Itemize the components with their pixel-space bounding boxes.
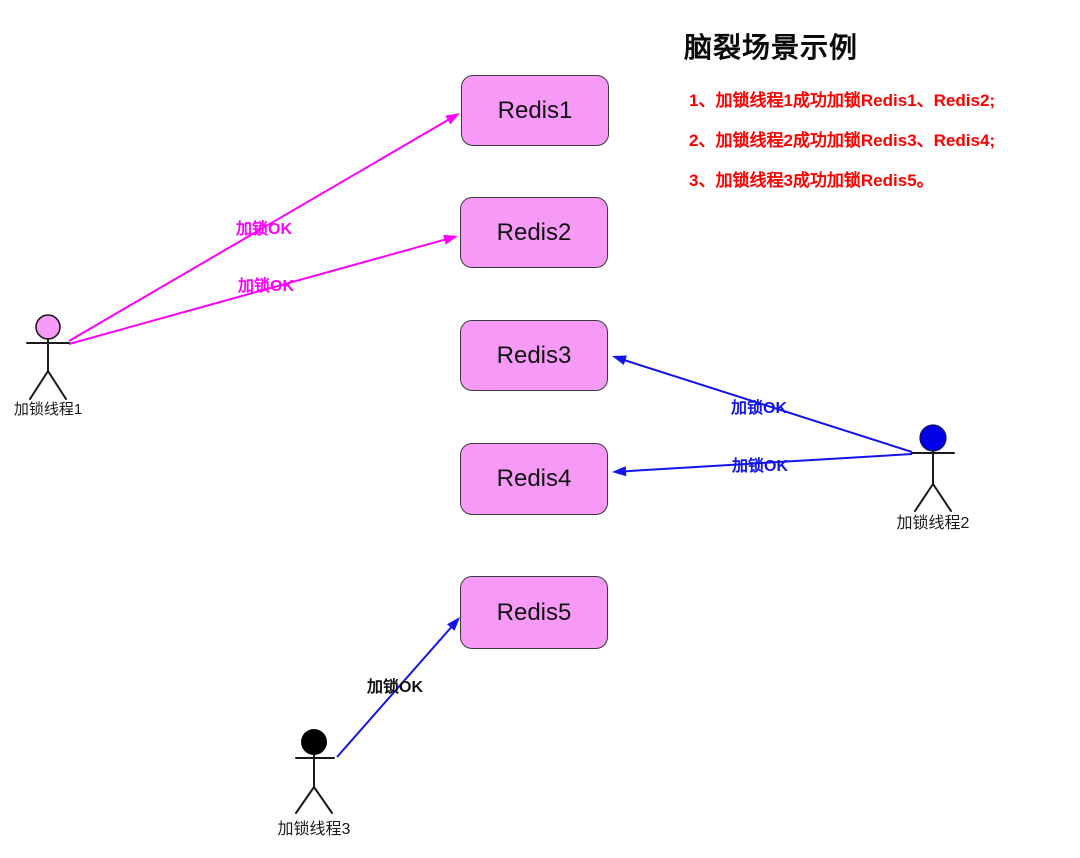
edge-label-thread1-redis2: 加锁OK	[237, 278, 295, 295]
actor-thread2-label: 加锁线程2	[896, 515, 970, 532]
node-redis5: Redis5	[460, 576, 608, 649]
actor-thread1-label: 加锁线程1	[13, 401, 83, 418]
actor-thread3-head-icon	[301, 729, 327, 755]
actor-thread3-label: 加锁线程3	[277, 821, 351, 838]
node-redis1: Redis1	[461, 75, 609, 146]
actor-thread1-head-icon	[35, 314, 61, 340]
page-title: 脑裂场景示例	[684, 32, 859, 63]
node-redis5-label: Redis5	[496, 598, 572, 626]
actor-thread1-figure	[26, 314, 70, 400]
edge-thread2-redis4	[612, 453, 913, 477]
edge-label-thread2-redis3: 加锁OK	[730, 400, 788, 417]
node-redis3-label: Redis3	[496, 341, 572, 369]
edge-thread2-redis3	[612, 355, 913, 453]
edge-label-thread1-redis1: 加锁OK	[235, 221, 293, 238]
actor-thread3-figure	[295, 729, 335, 814]
node-redis2: Redis2	[460, 197, 608, 268]
node-redis1-label: Redis1	[497, 96, 573, 124]
edge-label-thread2-redis4: 加锁OK	[731, 458, 789, 475]
note-line-1: 1、加锁线程1成功加锁Redis1、Redis2;	[689, 91, 996, 110]
actor-thread2-figure	[911, 424, 955, 512]
node-redis4-label: Redis4	[496, 465, 572, 492]
note-line-3: 3、加锁线程3成功加锁Redis5。	[689, 171, 934, 190]
node-redis3: Redis3	[460, 320, 608, 391]
edge-thread3-redis5	[336, 617, 460, 758]
edge-thread1-redis1	[68, 113, 460, 342]
actor-thread2-head-icon	[919, 424, 947, 452]
node-redis4: Redis4	[460, 443, 608, 515]
note-line-2: 2、加锁线程2成功加锁Redis3、Redis4;	[689, 131, 996, 150]
edge-label-thread3-redis5: 加锁OK	[366, 679, 424, 696]
edge-thread1-redis2	[68, 234, 458, 345]
node-redis2-label: Redis2	[496, 218, 572, 246]
